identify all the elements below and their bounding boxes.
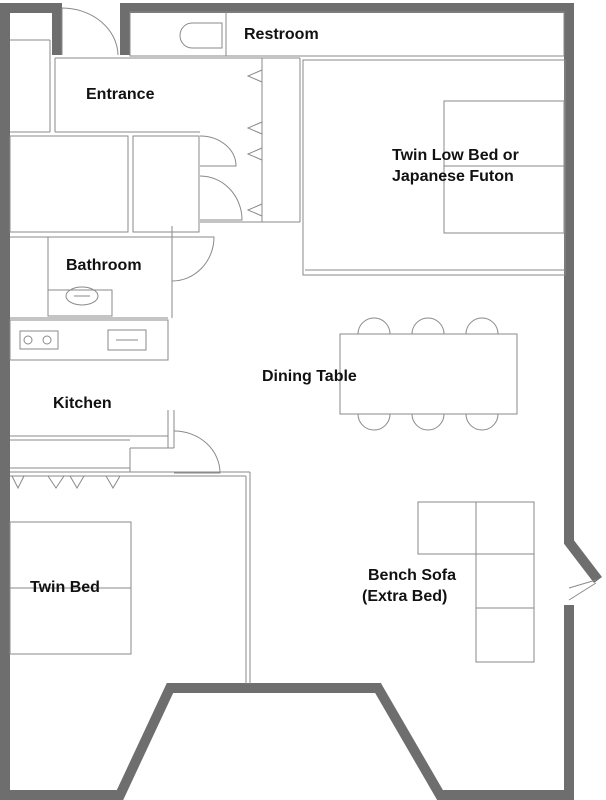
storage-left: [9, 135, 129, 233]
storage-door: [199, 135, 243, 221]
wall-top-right: [120, 3, 602, 584]
dining-chairs: [357, 317, 499, 431]
low-bed: [443, 100, 565, 234]
sofa-seat-1: [417, 501, 477, 555]
interior-lines: [9, 7, 597, 684]
kitchen-label: Kitchen: [53, 395, 112, 412]
restroom-label: Restroom: [244, 26, 319, 43]
bay-window: [568, 579, 597, 601]
twin-bed-label: Twin Bed: [30, 579, 100, 596]
bathroom-door: [171, 236, 215, 282]
bathroom-label: Bathroom: [66, 257, 142, 274]
dining-table: [339, 333, 518, 415]
toilet: [179, 22, 223, 49]
sofa-seat-3: [475, 553, 535, 609]
wardrobe-doors: [11, 475, 121, 490]
closet-doors: [246, 69, 263, 217]
sofa-seat-2: [475, 501, 535, 555]
entrance-label: Entrance: [86, 86, 155, 103]
entrance-door: [61, 7, 119, 56]
exterior-walls: [0, 3, 602, 800]
sofa-seat-4: [475, 607, 535, 663]
wall-top-left: [0, 3, 574, 800]
kitchen-counter: [9, 319, 169, 361]
bedroom-main-label-line1: Twin Low Bed or: [392, 147, 519, 164]
bedroom-main: [302, 59, 566, 276]
bench-sofa-label-line1: Bench Sofa: [368, 567, 457, 584]
restroom-room: [129, 11, 565, 57]
storage-mid: [132, 135, 200, 233]
bedroom-main-label-line2: Japanese Futon: [392, 168, 514, 185]
bench-sofa-label-line2: (Extra Bed): [362, 588, 448, 605]
dining-table-label: Dining Table: [262, 368, 357, 385]
twin-bedroom-door: [173, 430, 221, 474]
washbasin: [47, 289, 113, 317]
